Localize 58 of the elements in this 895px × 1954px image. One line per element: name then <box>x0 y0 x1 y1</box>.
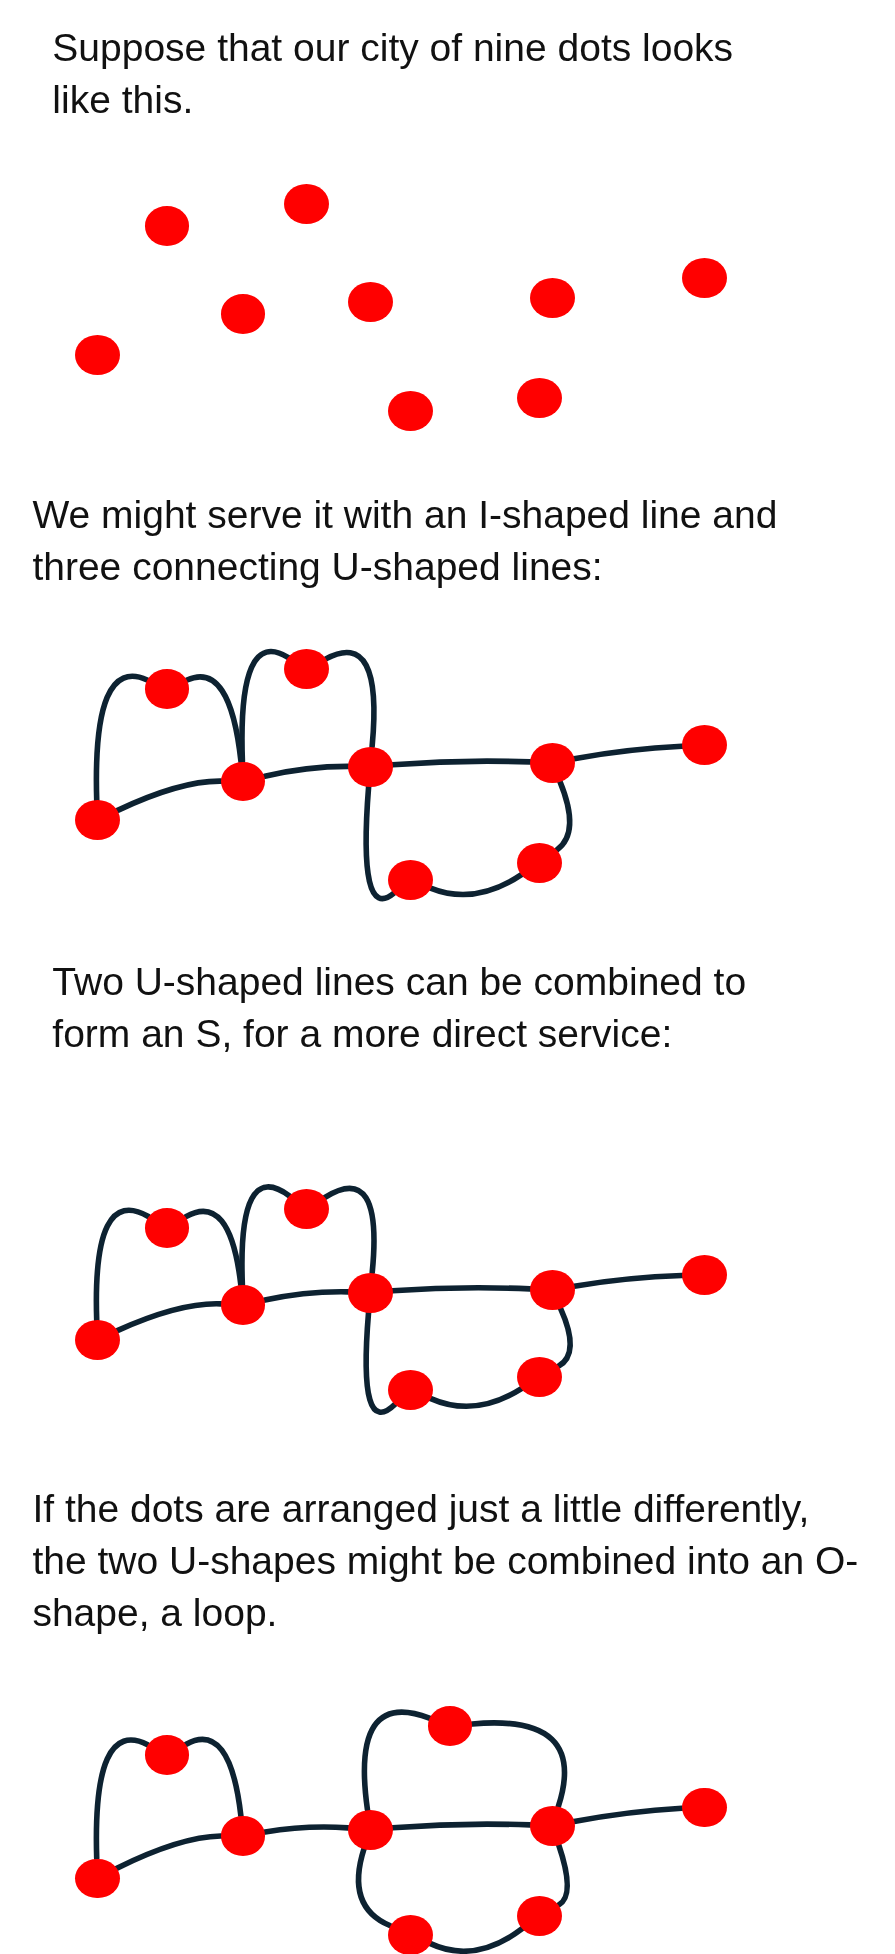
route-line <box>239 1184 293 1288</box>
dot <box>74 1858 120 1899</box>
route-line <box>262 1824 351 1835</box>
dot <box>347 1809 393 1850</box>
dot <box>681 725 727 766</box>
dot <box>74 1320 120 1360</box>
dot <box>284 1189 330 1230</box>
route-line <box>239 648 292 765</box>
dot <box>284 184 330 225</box>
dot <box>517 842 563 883</box>
route-line <box>469 1720 568 1810</box>
dot <box>347 281 393 322</box>
route-line <box>571 743 685 762</box>
route-line <box>93 673 150 803</box>
dot <box>681 258 727 298</box>
route-line <box>93 1207 152 1323</box>
route-line <box>183 1736 244 1819</box>
route-line <box>427 1925 526 1954</box>
route-line <box>361 1709 433 1813</box>
route-line <box>427 1385 525 1410</box>
route-line <box>322 1185 377 1276</box>
dot <box>681 1255 727 1296</box>
dot <box>517 377 563 418</box>
route-line <box>323 649 377 750</box>
route-line <box>262 1288 351 1303</box>
dot <box>387 860 433 900</box>
dot <box>387 391 433 432</box>
dot <box>144 1735 190 1775</box>
dot <box>144 1207 190 1248</box>
route-line <box>262 763 351 780</box>
dot <box>347 746 393 787</box>
dot <box>347 1272 393 1313</box>
route-line <box>571 1805 685 1825</box>
dot <box>529 742 575 783</box>
dot <box>517 1895 563 1936</box>
caption-text: Two U-shaped lines can be combined to form an S, for a more direct service: <box>52 959 748 1058</box>
dot <box>529 1806 575 1847</box>
route-line <box>571 1272 685 1289</box>
dot <box>529 1270 575 1311</box>
route-line <box>554 778 573 853</box>
caption-text: Suppose that our city of nine dots looks like this. <box>52 25 735 124</box>
route-line <box>93 1737 151 1861</box>
route-line <box>427 871 525 898</box>
dot <box>517 1357 563 1398</box>
dot <box>387 1369 433 1410</box>
route-line <box>114 778 224 814</box>
caption-text: If the dots are arranged just a little differently, the two U-shapes might be combined into an O-shape, a loop. <box>32 1486 860 1637</box>
route-line <box>114 1833 224 1872</box>
dot <box>427 1706 473 1747</box>
caption-text: We might serve it with an I-shaped line and three connecting U-shaped lines: <box>32 491 779 590</box>
dot <box>144 669 190 710</box>
route-line <box>114 1301 224 1334</box>
dot <box>529 277 575 318</box>
dot <box>284 649 330 690</box>
dot <box>387 1914 433 1954</box>
dot <box>74 335 120 376</box>
dot <box>681 1787 727 1828</box>
dot <box>74 800 120 841</box>
